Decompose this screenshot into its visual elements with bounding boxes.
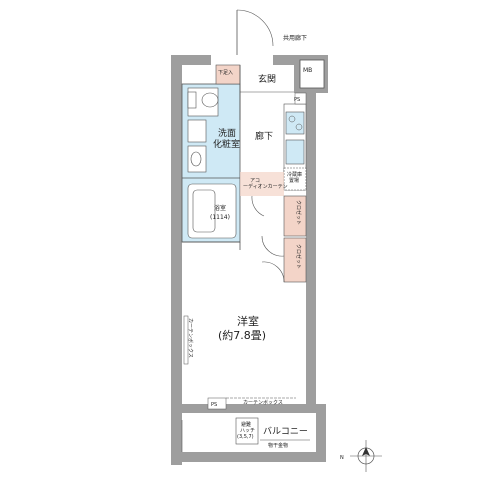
accordion-curtain bbox=[240, 172, 284, 196]
closet1-label: クロゼット bbox=[295, 200, 302, 225]
common-corridor-label: 共用廊下 bbox=[283, 34, 307, 42]
bathroom-line2: (1114) bbox=[210, 214, 230, 221]
accordion-line1: アコ bbox=[250, 178, 260, 184]
kitchen-sink bbox=[285, 139, 305, 165]
hatch-label: 避難 ハッチ (3,5,7) bbox=[237, 421, 257, 440]
door-swing-1 bbox=[251, 195, 265, 217]
closet-2 bbox=[283, 237, 307, 283]
left-wall bbox=[171, 55, 182, 465]
bottom-wall bbox=[171, 404, 316, 413]
mb-label: MB bbox=[303, 67, 312, 74]
ps-bottom-label: PS bbox=[211, 402, 217, 408]
hatch-line3: (3,5,7) bbox=[237, 434, 254, 440]
kitchen bbox=[283, 103, 307, 191]
balcony-right-wall bbox=[316, 404, 326, 462]
corridor-label: 廊下 bbox=[255, 130, 273, 142]
western-room-line2: (約7.8畳) bbox=[218, 328, 266, 342]
washroom-label: 洗面 化粧室 bbox=[213, 127, 240, 150]
shoe-storage-label: 下足入 bbox=[218, 70, 233, 76]
bathroom-line1: 浴室 bbox=[214, 204, 226, 212]
western-room-line1: 洋室 bbox=[237, 314, 259, 328]
mb-box bbox=[299, 59, 325, 89]
evacuation-hatch bbox=[235, 417, 259, 445]
bathroom-label: 浴室 (1114) bbox=[210, 204, 230, 221]
balcony-label: バルコニー bbox=[263, 426, 308, 437]
top-wall-left bbox=[171, 55, 211, 65]
hatch-line2: ハッチ bbox=[240, 428, 255, 434]
hatch-line1: 避難 bbox=[241, 421, 251, 428]
closet2-label: クロゼット bbox=[295, 244, 302, 269]
north-compass bbox=[350, 440, 382, 472]
stove bbox=[285, 111, 305, 135]
closet-1 bbox=[283, 195, 307, 237]
north-label: N bbox=[340, 455, 344, 461]
fridge-line2: 置場 bbox=[289, 177, 299, 184]
walls bbox=[171, 55, 328, 465]
curtain-box-left-rect bbox=[183, 315, 189, 365]
door-swing-3 bbox=[261, 261, 285, 283]
fridge-line1: 冷蔵庫 bbox=[287, 171, 302, 178]
fridge-label: 冷蔵庫 置場 bbox=[287, 171, 304, 184]
ps-top-box bbox=[294, 92, 307, 105]
ps-top-label: PS bbox=[294, 97, 300, 103]
washer-space bbox=[187, 119, 207, 143]
curtain-box-bottom-label: カーテンボックス bbox=[243, 399, 283, 406]
curtain-box-left-label: カーテンボックス bbox=[187, 318, 194, 358]
washroom-line2: 化粧室 bbox=[213, 138, 240, 150]
accordion-label: アコ ーディオンカーテン bbox=[243, 178, 288, 190]
balcony-rail bbox=[171, 452, 326, 462]
western-room-label: 洋室 (約7.8畳) bbox=[218, 314, 266, 342]
accordion-line2: ーディオンカーテン bbox=[243, 183, 288, 190]
right-wall bbox=[306, 93, 316, 413]
ps-bottom-box bbox=[207, 397, 227, 410]
washroom-line1: 洗面 bbox=[218, 127, 236, 139]
entrance-label: 玄関 bbox=[258, 73, 276, 85]
entrance-door-swing bbox=[236, 9, 274, 47]
door-swing-2 bbox=[261, 235, 285, 257]
drying-hardware-label: 物干金物 bbox=[268, 442, 288, 449]
